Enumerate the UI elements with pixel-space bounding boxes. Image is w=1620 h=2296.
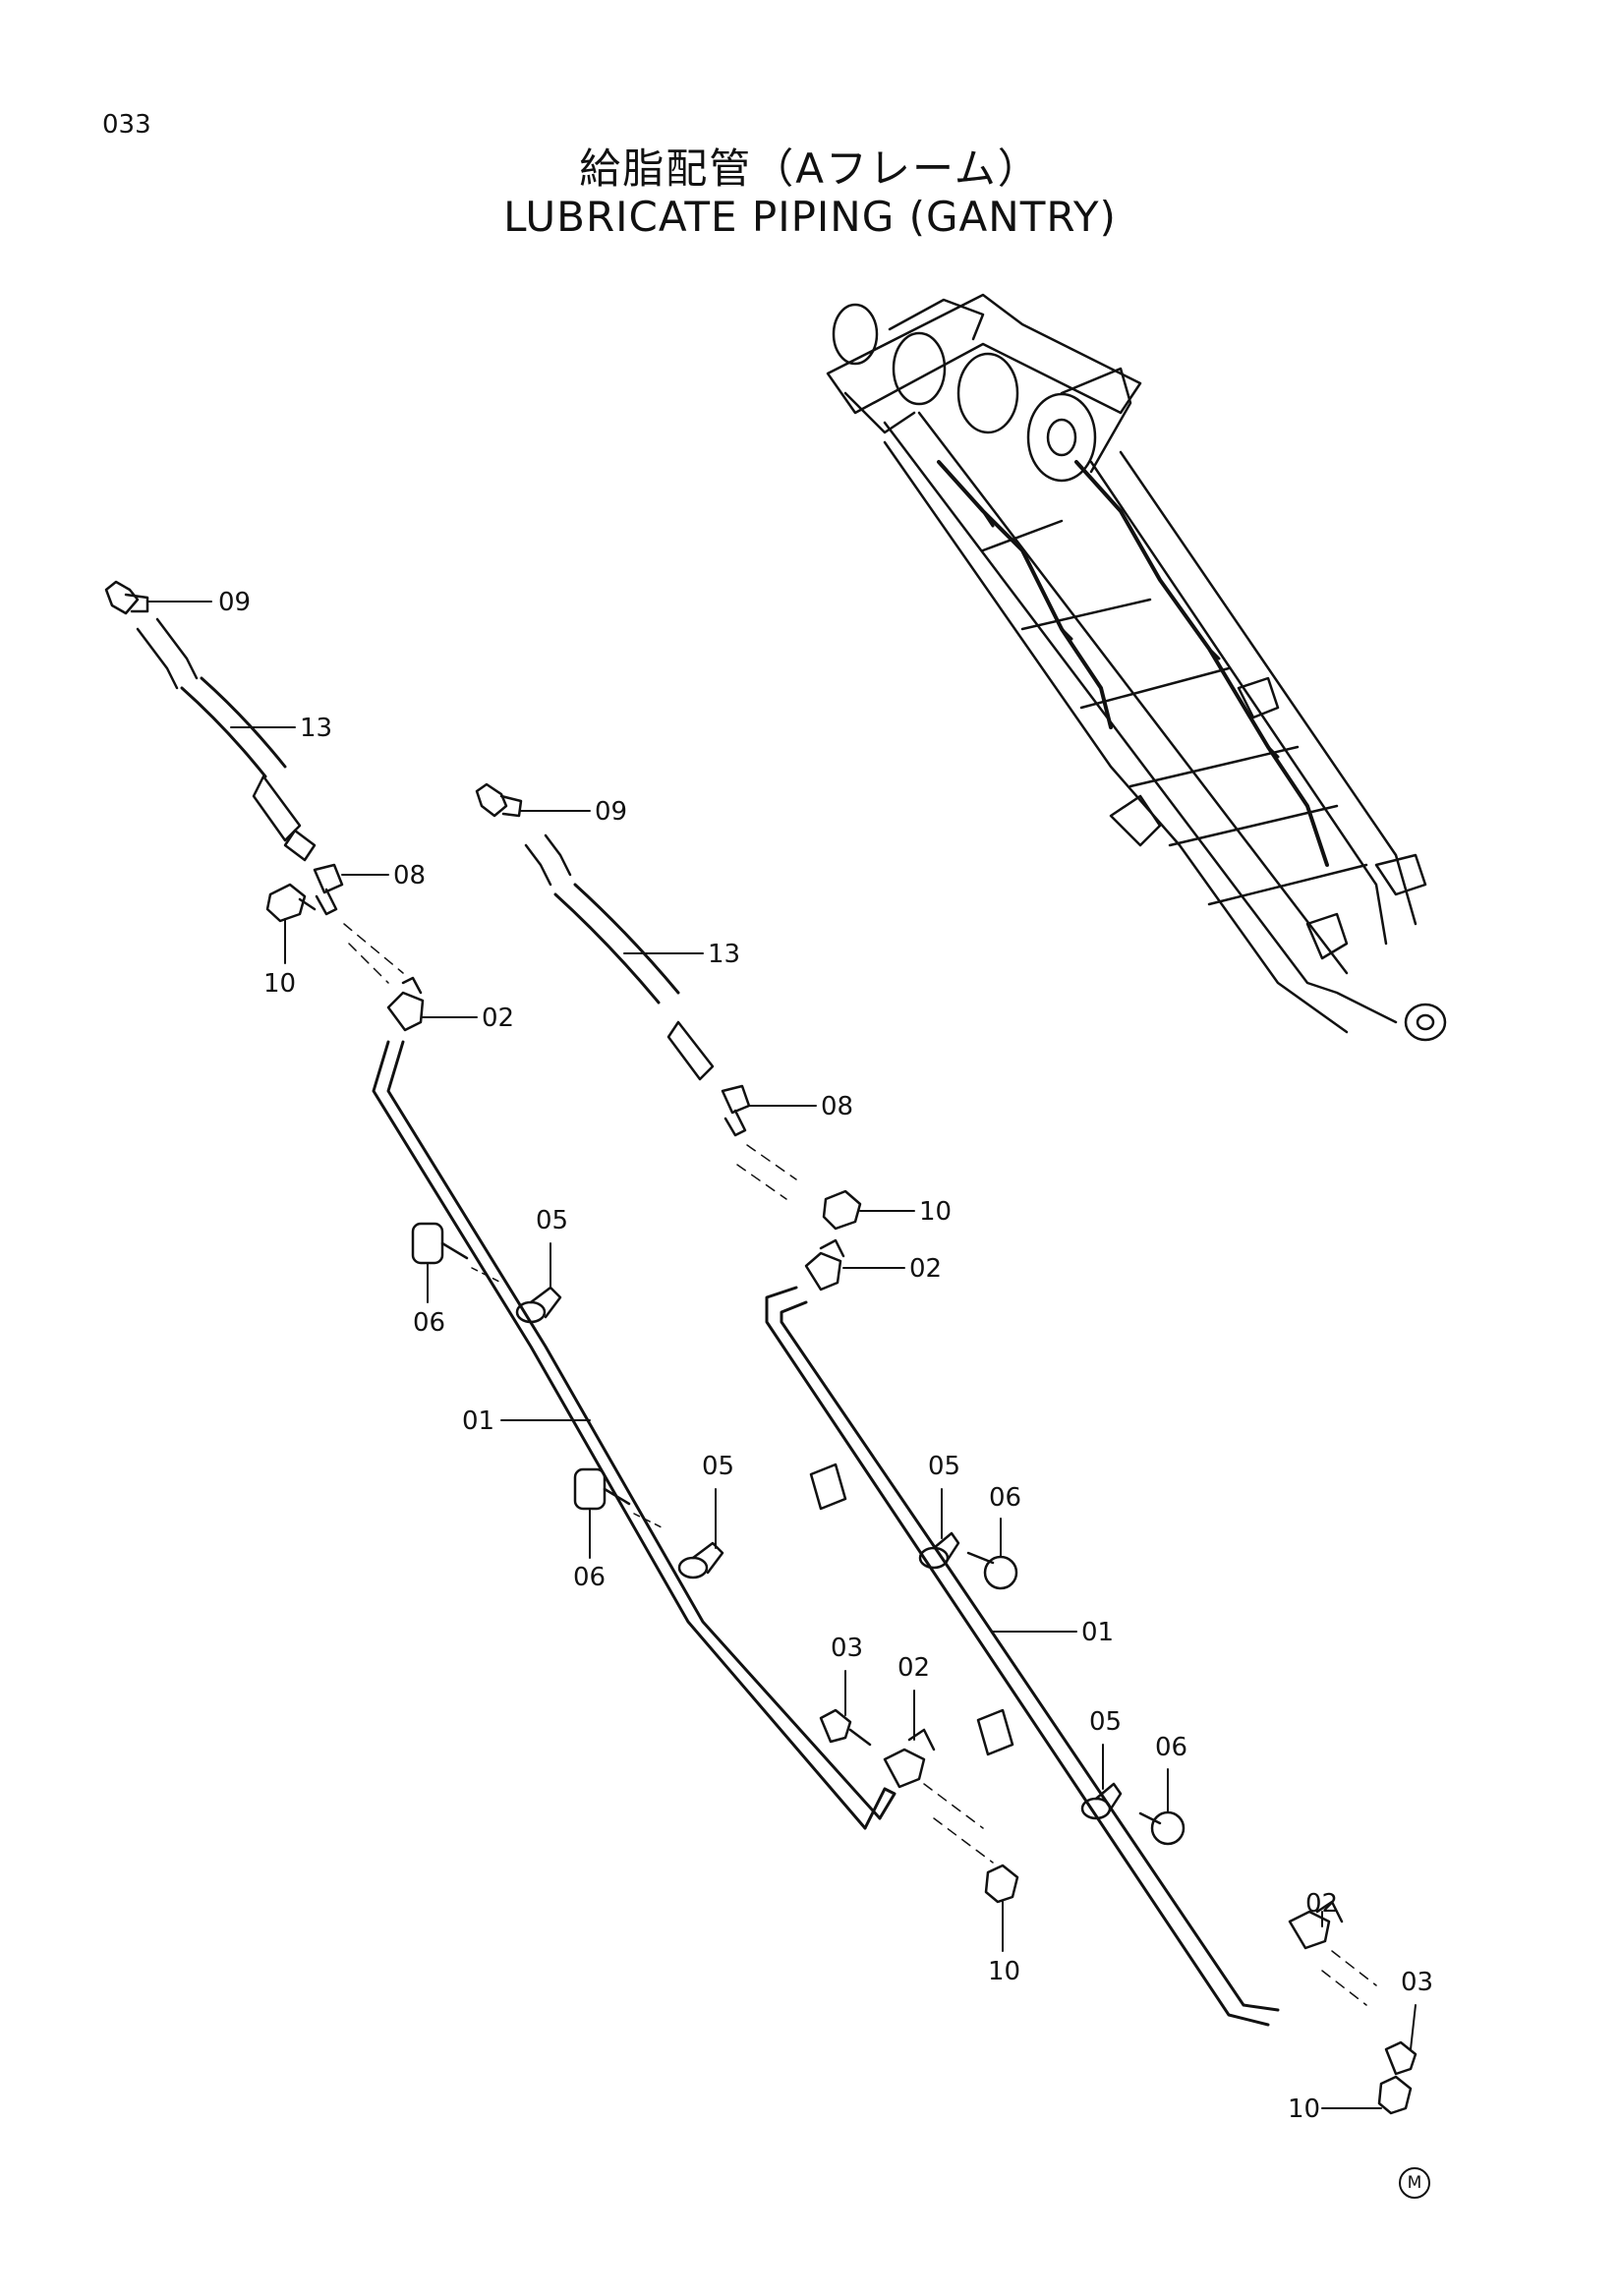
callout-right-08: 08 (821, 1092, 853, 1121)
callout-left-01: 01 (462, 1406, 494, 1436)
callout-left-03: 03 (831, 1634, 863, 1663)
callout-right-06a: 06 (989, 1483, 1021, 1513)
callout-left-05b: 05 (702, 1452, 734, 1481)
callout-left-06a: 06 (413, 1308, 445, 1338)
callout-left-02: 02 (482, 1004, 514, 1033)
callout-left-13: 13 (300, 714, 332, 743)
callout-right-10: 10 (919, 1197, 952, 1227)
callout-left-09: 09 (218, 588, 251, 617)
callout-left-05a: 05 (536, 1206, 568, 1235)
right-piping-assembly (475, 782, 1418, 2115)
left-piping-assembly (104, 580, 1019, 1904)
callout-right-09: 09 (595, 797, 627, 827)
callout-right-05a: 05 (928, 1452, 960, 1481)
circled-m-mark: M (1399, 2167, 1430, 2199)
callout-left-10b: 10 (988, 1957, 1020, 1986)
gantry-frame-illustration (826, 293, 1447, 1042)
callout-right-13: 13 (708, 940, 740, 969)
callout-right-10b: 10 (1288, 2095, 1320, 2124)
title-japanese: 給脂配管（Aフレーム） (579, 144, 1041, 193)
callout-right-02b: 02 (1305, 1889, 1338, 1919)
callout-labels: 09 13 08 10 02 05 06 01 05 06 03 02 10 0… (218, 588, 1433, 2124)
leader-lines (146, 601, 1417, 2109)
callout-left-10: 10 (263, 969, 296, 999)
callout-right-02: 02 (909, 1254, 942, 1284)
callout-right-05b: 05 (1089, 1707, 1122, 1737)
callout-left-06b: 06 (573, 1563, 606, 1592)
callout-right-03: 03 (1401, 1968, 1433, 1997)
page-number: 033 (102, 110, 151, 140)
callout-right-06b: 06 (1155, 1733, 1187, 1762)
callout-left-08: 08 (393, 861, 426, 890)
callout-right-01: 01 (1081, 1618, 1114, 1647)
callout-left-02b: 02 (897, 1653, 930, 1683)
title-english: LUBRICATE PIPING (GANTRY) (503, 193, 1117, 241)
